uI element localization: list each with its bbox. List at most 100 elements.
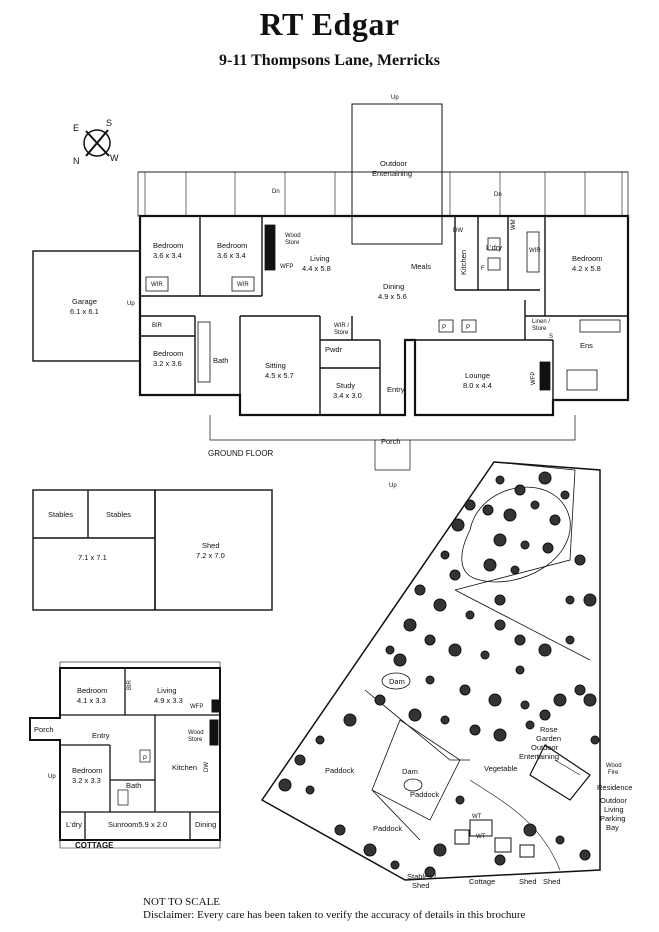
tree-icon (494, 854, 506, 866)
tree-icon (363, 843, 377, 857)
compass-n: N (73, 156, 80, 166)
tree-icon (583, 593, 597, 607)
tree-icon (464, 499, 476, 511)
tree-icon (449, 569, 461, 581)
label-wir-store-2: Store (334, 330, 349, 336)
tree-icon (579, 849, 591, 861)
property-address: 9-11 Thompsons Lane, Merricks (218, 52, 441, 69)
label-site-fire: Fire (608, 770, 619, 776)
compass-s: S (106, 118, 112, 128)
tree-icon (514, 634, 526, 646)
label-cottage-porch: Porch (34, 725, 54, 734)
tree-icon (424, 866, 436, 878)
label-cottage-sunroom: Sunroom5.9 x 2.0 (108, 820, 167, 829)
label-site-dam-2: Dam (402, 767, 418, 776)
tree-icon (488, 693, 502, 707)
tree-icon (565, 635, 575, 645)
label-wir-1: WIR (151, 282, 163, 288)
tree-icon (530, 500, 540, 510)
tree-icon (483, 558, 497, 572)
tree-icon (278, 778, 292, 792)
tree-icon (433, 598, 447, 612)
label-bedroom-4-dim: 4.2 x 5.8 (572, 264, 601, 273)
label-site-parking: Parking (600, 814, 625, 823)
outbuildings-plan (32, 489, 273, 611)
label-study-dim: 3.4 x 3.0 (333, 391, 362, 400)
tree-icon (315, 735, 325, 745)
label-garage: Garage (72, 297, 97, 306)
label-site-entertaining: Entertaining (519, 752, 559, 761)
tree-icon (539, 709, 551, 721)
label-meals: Meals (411, 262, 431, 271)
label-site-bay: Bay (606, 823, 619, 832)
label-dining: Dining (383, 282, 404, 291)
cottage-labels: Bedroom 4.1 x 3.3 BIR Living 4.9 x 3.3 W… (34, 679, 216, 850)
label-sitting: Sitting (265, 361, 286, 370)
label-garage-dim: 6.1 x 6.1 (70, 307, 99, 316)
tree-icon (448, 643, 462, 657)
label-living: Living (310, 254, 330, 263)
label-bedroom-1-dim: 3.6 x 3.4 (153, 251, 182, 260)
tree-icon (425, 675, 435, 685)
label-fridge: F (481, 266, 485, 272)
label-cottage-store: Store (188, 737, 203, 743)
label-ldry: L'dry (486, 243, 502, 252)
label-site-stables: Stables / (407, 872, 437, 881)
label-cottage-bed-a: Bedroom (77, 686, 107, 695)
tree-icon (574, 684, 586, 696)
tree-icon (549, 514, 561, 526)
tree-icon (480, 650, 490, 660)
tree-icon (514, 484, 526, 496)
label-cottage-wood: Wood (188, 730, 204, 736)
tree-icon (590, 735, 600, 745)
label-entry: Entry (387, 385, 405, 394)
cottage-caption: COTTAGE (75, 841, 114, 850)
label-study: Study (336, 381, 355, 390)
tree-icon (403, 618, 417, 632)
label-site-vegetable: Vegetable (484, 764, 517, 773)
label-site-paddock-1: Paddock (325, 766, 354, 775)
label-cottage-kitchen: Kitchen (172, 763, 197, 772)
tree-icon (542, 542, 554, 554)
tree-icon (555, 835, 565, 845)
label-store: Store (285, 240, 300, 246)
tree-icon (494, 594, 506, 606)
label-site-wood: Wood (606, 763, 622, 769)
label-wood: Wood (285, 233, 301, 239)
tree-icon (523, 823, 537, 837)
label-site-stables-shed: Shed (412, 881, 430, 890)
label-lounge-dim: 8.0 x 4.4 (463, 381, 492, 390)
label-wm: WM (511, 219, 517, 230)
tree-icon (440, 550, 450, 560)
brand-title: RT Edgar (259, 6, 400, 42)
tree-icon (493, 728, 507, 742)
label-pwdr: Pwdr (325, 345, 343, 354)
tree-icon (574, 554, 586, 566)
label-site-wt: WT (472, 814, 482, 820)
label-stables-b: Stables (106, 510, 131, 519)
label-bedroom-3: Bedroom (153, 349, 183, 358)
cottage-plan (29, 661, 221, 849)
compass-w: W (110, 153, 119, 163)
tree-icon (440, 715, 450, 725)
tree-icon (459, 684, 471, 696)
tree-icon (560, 490, 570, 500)
not-to-scale-note: NOT TO SCALE (143, 896, 221, 908)
ground-floor-labels: Up Outdoor Entertaining Garage 6.1 x 6.1… (70, 95, 602, 489)
site-labels: Dam Paddock Dam Paddock Paddock Rose Gar… (325, 677, 632, 890)
label-cottage-wfp: WFP (190, 704, 203, 710)
tree-icon (482, 504, 494, 516)
label-wfp-2: WFP (531, 372, 537, 385)
label-bedroom-3-dim: 3.2 x 3.6 (153, 359, 182, 368)
label-wfp: WFP (280, 264, 293, 270)
label-cottage-p: P (143, 756, 147, 762)
site-plan (260, 461, 601, 881)
label-bedroom-1: Bedroom (153, 241, 183, 250)
label-bedroom-2-dim: 3.6 x 3.4 (217, 251, 246, 260)
tree-icon (414, 584, 426, 596)
ground-floor-caption: GROUND FLOOR (208, 449, 274, 458)
tree-icon (520, 540, 530, 550)
tree-icon (343, 713, 357, 727)
label-outdoor: Outdoor (380, 159, 408, 168)
